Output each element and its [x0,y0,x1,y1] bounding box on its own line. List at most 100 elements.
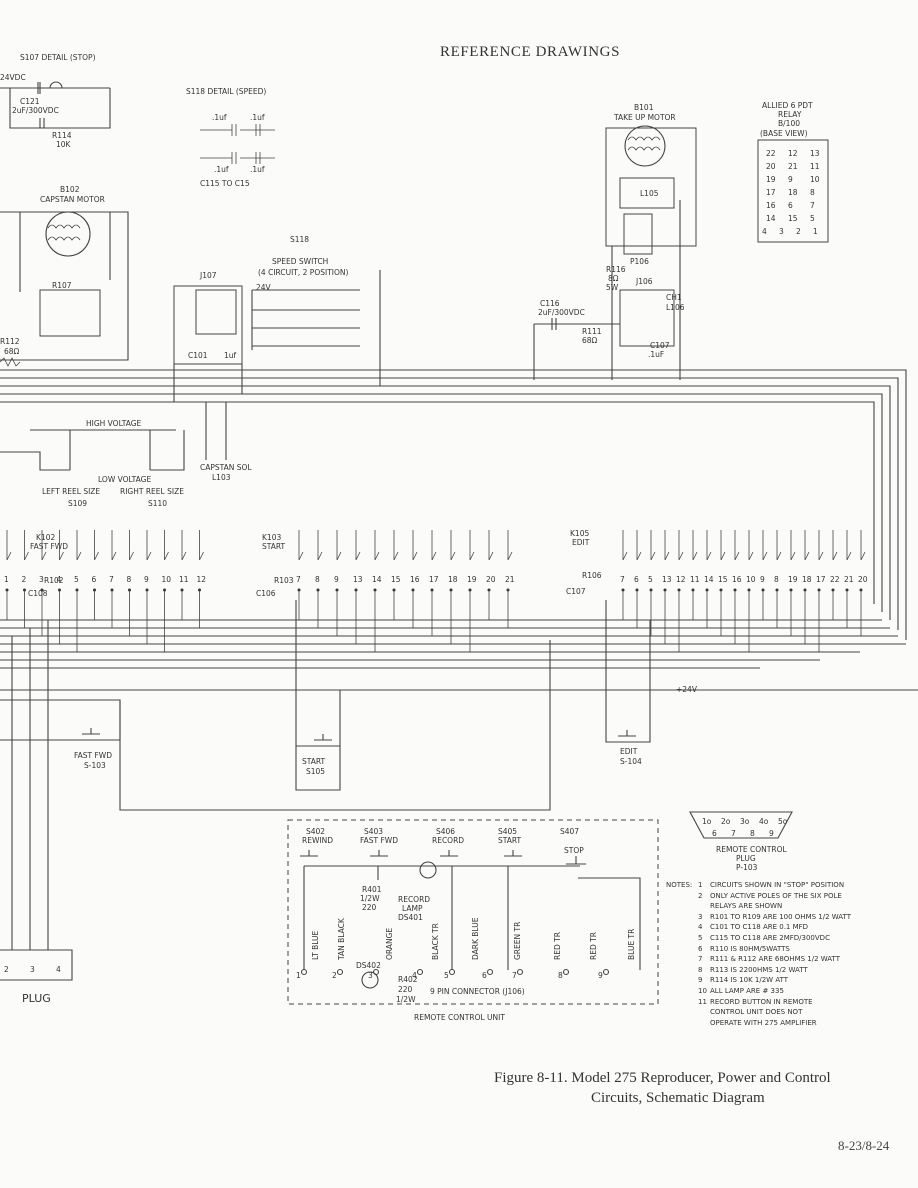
relay-pin-number: 20 [858,575,868,584]
note-number: 2 [698,891,703,900]
note-number: 1 [698,881,703,889]
unit-terminal [372,968,380,976]
cap-value-c: .1uf [214,165,229,174]
relay-pin-number: 19 [467,575,477,584]
relay-contact [720,530,726,561]
r402-label: R402 [398,975,418,984]
relay-pin-number: 14 [704,575,714,584]
note-number: 10 [698,986,707,995]
rewind-label: REWIND [302,836,333,845]
s403-label: S403 [364,827,383,836]
r103-label: R103 [274,576,294,585]
b101-takeup-motor: B101 TAKE UP MOTOR L105 P106 [605,103,697,380]
relay-contact [24,530,29,561]
c121-value: 2uF/300VDC [12,106,59,115]
note-number: 9 [698,976,703,985]
relay-contact [59,530,64,561]
relay-pin-number: 9 [144,575,149,584]
relay-contact [374,530,380,561]
relay-contact [355,530,361,561]
wire-green-tr: GREEN TR [513,922,522,960]
unit-terminal [336,968,344,976]
unit-terminal-number: 9 [598,971,603,980]
s402-label: S402 [306,827,325,836]
s118-label: S118 [290,235,309,244]
plug-label: PLUG [22,992,51,1005]
wire-tan-black: TAN BLACK [337,917,346,961]
relay-contact [450,530,456,561]
relay-pin-number: 7 [296,575,301,584]
unit-terminal-number: 4 [412,971,417,980]
relay-pin-number: 8 [127,575,132,584]
relay-contact [146,530,152,561]
unit-terminal [602,968,610,976]
s405-start-label: START [498,836,522,845]
note-text: C101 TO C118 ARE 0.1 MFD [710,923,809,932]
relay-pin-number: 21 [788,162,798,171]
relay-pin-number: 18 [448,575,458,584]
relay-pin-number: 7 [109,575,114,584]
j106-label: J106 [635,277,653,286]
takeup-motor-label: TAKE UP MOTOR [613,113,676,122]
relay-contact [488,530,494,561]
relay-pin-number: 6 [788,201,793,210]
relay-pin-number: 8 [774,575,779,584]
r402-watt: 1/2W [396,995,416,1004]
relay-pin-number: 9 [788,175,793,184]
relay-pin-number: 12 [788,149,798,158]
note-number: 11 [698,997,707,1006]
page-header: REFERENCE DRAWINGS [440,44,621,60]
note-number: 5 [698,933,703,942]
note-text: R113 IS 2200HMS 1/2 WATT [710,965,808,974]
record-lamp-line1: RECORD [398,895,430,904]
relay-pin-number: 5 [648,575,653,584]
remote-plug-line3: P-103 [736,863,758,872]
unit-terminal [448,968,456,976]
r401-label: R401 [362,885,382,894]
relay-contact [790,530,796,561]
s104-edit-label: EDIT [620,747,638,756]
relay-pin-number: 7 [620,575,625,584]
note-item: CONTROL UNIT DOES NOT [710,1007,916,1018]
relay-contact [336,530,342,561]
relay-contact [412,530,418,561]
s118-detail: S118 DETAIL (SPEED) .1uf .1uf .1uf .1uf … [186,87,275,188]
v24v-bus-label: +24V [676,685,698,694]
s403-fast-label: FAST FWD [360,836,398,845]
r112-label: R112 [0,337,20,346]
j106-block: R116 8Ω 5W J106 CH1 L106 C116 2uF/300VDC… [533,265,685,380]
r107-label: R107 [52,281,72,290]
relay-pin-number: 14 [766,214,776,223]
relay-pin-number: 11 [810,162,820,171]
unit-terminal-number: 1 [296,971,301,980]
relay-contact [692,530,698,561]
relay-pin-number: 15 [391,575,401,584]
note-text: C115 TO C118 ARE 2MFD/300VDC [710,933,830,942]
r402-value: 220 [398,985,413,994]
record-lamp-line2: LAMP [402,904,423,913]
relay-contact [832,530,838,561]
relay-pin-number: 21 [844,575,854,584]
s105-label: S105 [306,767,325,776]
cap-value-d: .1uf [250,165,265,174]
note-number: 8 [698,965,703,974]
relay-contact [181,530,187,561]
relay-row: K102 FAST FWD R102 C108 K103 START R103 … [0,529,918,694]
unit-terminal-number: 2 [332,971,337,980]
stop-label: STOP [564,846,584,855]
note-text: OPERATE WITH 275 AMPLIFIER [710,1018,817,1027]
relay-pin-number: 15 [718,575,728,584]
note-item: RELAYS ARE SHOWN [710,901,916,912]
s104-label: S-104 [620,757,642,766]
relay-pin-number: 12 [197,575,207,584]
relay-pin-number: 17 [766,188,776,197]
cap-value-b: .1uf [250,113,265,122]
figure-caption: Figure 8-11. Model 275 Reproducer, Power… [494,1068,914,1108]
relay-pin-number: 8 [810,188,815,197]
relay-pin-number: 10 [162,575,172,584]
remote-plug-pin: 2o [721,817,731,826]
unit-terminal [516,968,524,976]
